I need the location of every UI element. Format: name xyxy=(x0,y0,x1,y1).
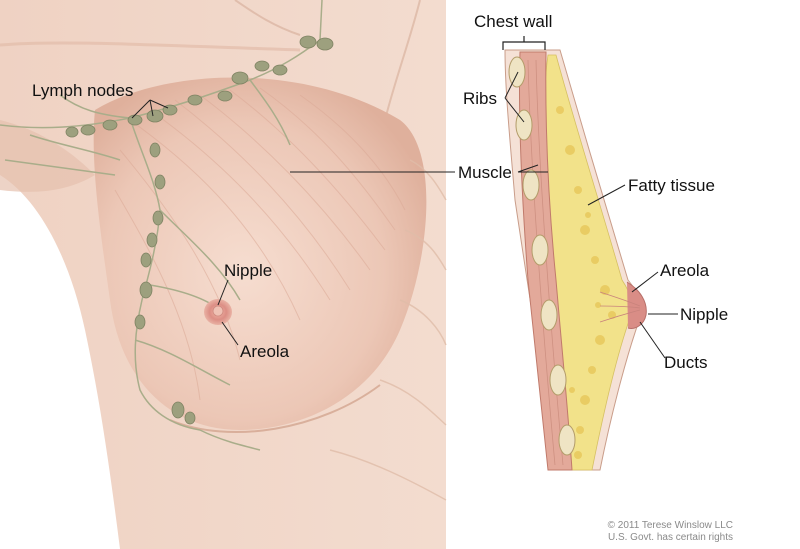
section-leader-lines xyxy=(504,71,678,359)
lymph-node xyxy=(140,252,152,268)
label-areola-front: Areola xyxy=(240,342,290,361)
lymph-node xyxy=(134,314,146,330)
areola-profile xyxy=(626,281,647,329)
lymph-node-cluster xyxy=(65,35,334,425)
lymph-node xyxy=(146,109,164,123)
label-nipple-section: Nipple xyxy=(680,305,729,324)
label-ribs: Ribs xyxy=(463,89,498,108)
cross-section-view xyxy=(502,36,678,471)
label-ducts: Ducts xyxy=(664,353,708,372)
lymph-node xyxy=(254,60,270,72)
lymph-node xyxy=(146,232,158,248)
duct-lines xyxy=(599,291,641,323)
rib xyxy=(549,364,567,396)
lymph-node xyxy=(171,401,185,419)
lymph-node xyxy=(187,94,203,106)
lymph-node xyxy=(299,35,317,49)
rib-outlines xyxy=(329,159,447,501)
lymph-vessels xyxy=(0,0,323,451)
lymph-node xyxy=(272,64,288,76)
rib xyxy=(558,424,576,456)
lymph-node xyxy=(154,174,166,190)
front-leader-lines xyxy=(131,99,455,346)
rib xyxy=(522,169,540,201)
lymph-node xyxy=(184,411,196,425)
lymph-node xyxy=(316,37,334,51)
label-fatty-tissue: Fatty tissue xyxy=(628,176,715,195)
copyright-credit: © 2011 Terese Winslow LLC U.S. Govt. has… xyxy=(533,520,733,544)
lymph-node xyxy=(127,114,143,126)
breast-mound xyxy=(93,77,427,430)
credit-line-2: U.S. Govt. has certain rights xyxy=(607,532,733,543)
muscle-striations xyxy=(114,87,406,401)
lymph-node xyxy=(102,119,118,131)
front-view xyxy=(0,0,455,549)
nipple-front xyxy=(212,305,224,317)
lymph-node xyxy=(139,281,153,299)
credit-line-1: © 2011 Terese Winslow LLC xyxy=(607,520,733,531)
chest-wall-bracket xyxy=(502,36,546,50)
label-lymph-nodes: Lymph nodes xyxy=(32,81,134,100)
arm-shadow xyxy=(0,120,95,192)
label-chest-wall: Chest wall xyxy=(474,12,553,31)
lymph-node xyxy=(149,142,161,158)
rib xyxy=(531,234,549,266)
rib xyxy=(540,299,558,331)
lymph-node xyxy=(217,90,233,102)
label-nipple-front: Nipple xyxy=(224,261,273,280)
rib xyxy=(508,56,526,88)
lymph-node xyxy=(80,124,96,136)
label-muscle: Muscle xyxy=(458,163,512,182)
lymph-node xyxy=(231,71,249,85)
lymph-node xyxy=(152,210,164,226)
lymph-node xyxy=(65,126,79,138)
label-areola-section: Areola xyxy=(660,261,710,280)
fat-lobules xyxy=(556,106,616,459)
